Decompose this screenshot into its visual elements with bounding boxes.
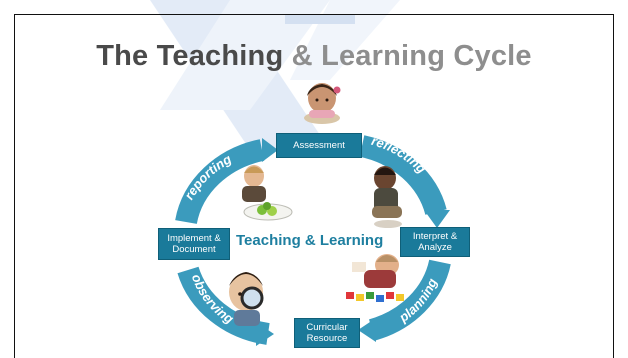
stage-interpret-analyze: Interpret & Analyze bbox=[400, 227, 470, 257]
stage-assessment: Assessment bbox=[276, 133, 362, 158]
child-photo-right bbox=[372, 166, 402, 228]
child-photo-left bbox=[242, 165, 293, 221]
arrow-planning bbox=[358, 259, 451, 342]
child-photo-bottom-right bbox=[346, 254, 404, 302]
title-ampersand: & bbox=[283, 40, 322, 72]
stage-implement-document: Implement & Document bbox=[158, 228, 230, 260]
center-label: Teaching & Learning bbox=[236, 232, 384, 249]
slide-title: The Teaching & Learning Cycle bbox=[0, 40, 628, 73]
arrow-observing bbox=[177, 266, 274, 346]
watermark-pattern bbox=[285, 14, 355, 24]
child-photo-top bbox=[304, 83, 341, 124]
watermark-band-right bbox=[160, 0, 330, 110]
arrow-reporting bbox=[175, 138, 278, 225]
stage-curricular-resource: Curricular Resource bbox=[294, 318, 360, 348]
title-part-learning: Learning Cycle bbox=[321, 40, 532, 72]
watermark-band-far bbox=[290, 0, 400, 80]
arrow-reflecting bbox=[359, 135, 450, 228]
slide-frame bbox=[14, 14, 614, 358]
child-photo-bottom-left bbox=[229, 272, 264, 326]
title-part-teaching: The Teaching bbox=[96, 40, 284, 72]
